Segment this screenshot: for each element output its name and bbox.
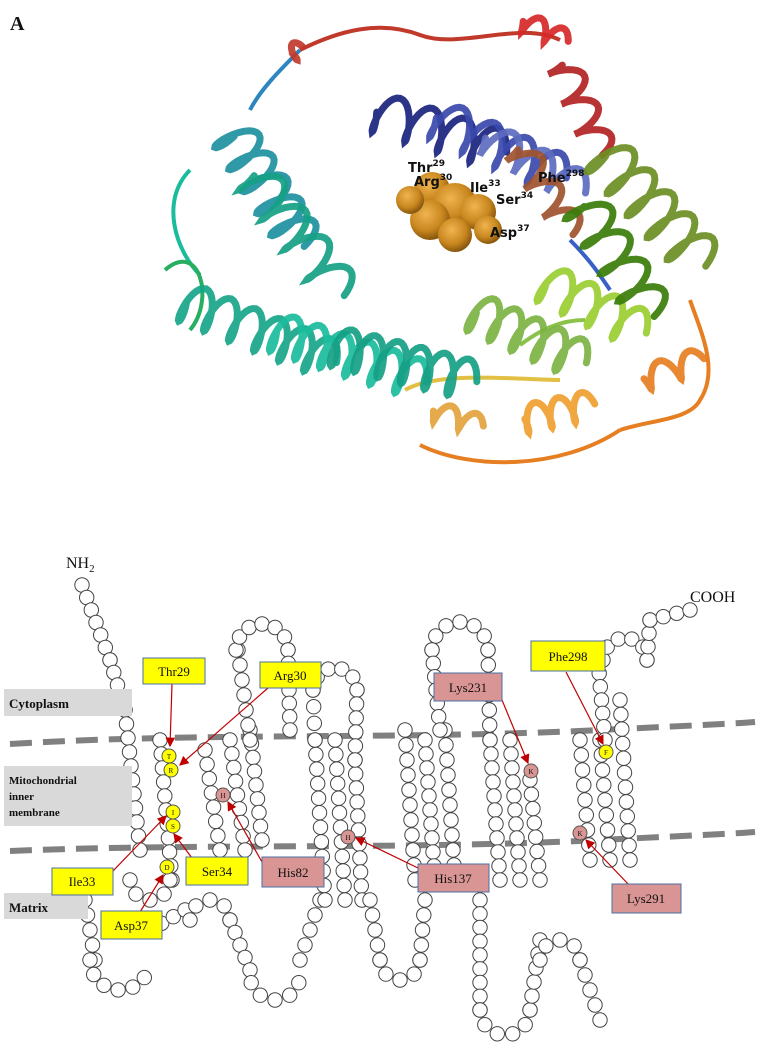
callout-lys291: Lys291 bbox=[611, 883, 682, 914]
residue-mark-k231: K bbox=[523, 763, 539, 779]
callout-asp37: Asp37 bbox=[100, 910, 163, 940]
svg-text:Ser34: Ser34 bbox=[496, 191, 533, 208]
callout-his82: His82 bbox=[261, 856, 325, 888]
svg-text:Arg30: Arg30 bbox=[414, 173, 452, 190]
residue-mark-h82: H bbox=[215, 787, 231, 803]
arrow-lys231 bbox=[501, 699, 530, 765]
svg-text:His82: His82 bbox=[277, 865, 308, 880]
svg-text:His137: His137 bbox=[434, 871, 472, 886]
svg-text:Arg30: Arg30 bbox=[274, 668, 307, 683]
residue-label-arg: Arg30 bbox=[414, 173, 452, 190]
residue-mark-i: I bbox=[165, 804, 181, 820]
callout-his137: His137 bbox=[417, 863, 490, 893]
panel-label: A bbox=[10, 13, 25, 35]
svg-text:R: R bbox=[169, 767, 174, 775]
callout-ser34: Ser34 bbox=[185, 856, 249, 886]
residue-mark-s: S bbox=[165, 818, 181, 834]
svg-text:Phe298: Phe298 bbox=[549, 649, 588, 664]
residue-label-ile: Ile33 bbox=[470, 179, 501, 196]
membrane-boundaries bbox=[9, 719, 756, 854]
svg-text:Ile33: Ile33 bbox=[69, 874, 96, 889]
svg-text:I: I bbox=[172, 809, 175, 817]
svg-text:D: D bbox=[164, 864, 169, 872]
svg-text:K: K bbox=[528, 768, 533, 776]
residue-marks: T R I S D F H H K K bbox=[159, 744, 614, 875]
region-membrane: Mitochondrial inner membrane bbox=[4, 766, 132, 826]
svg-text:membrane: membrane bbox=[9, 807, 60, 819]
residue-label-phe: Phe298 bbox=[538, 169, 584, 186]
callout-ile33: Ile33 bbox=[51, 867, 114, 896]
callout-arg30: Arg30 bbox=[259, 661, 322, 689]
region-cytoplasm: Cytoplasm bbox=[4, 689, 132, 716]
residue-mark-t: T bbox=[161, 748, 177, 764]
svg-text:Thr29: Thr29 bbox=[158, 664, 190, 679]
arrow-phe298 bbox=[565, 671, 604, 746]
terminus-c: COOH bbox=[690, 589, 736, 606]
svg-text:Ser34: Ser34 bbox=[202, 864, 233, 879]
callout-arrows bbox=[111, 671, 631, 913]
svg-text:Ile33: Ile33 bbox=[470, 179, 501, 196]
svg-text:Lys291: Lys291 bbox=[627, 891, 665, 906]
svg-text:F: F bbox=[604, 749, 608, 757]
arrow-thr29 bbox=[165, 683, 176, 748]
ligand-surface bbox=[396, 172, 502, 252]
callout-lys231: Lys231 bbox=[433, 672, 503, 702]
callout-thr29: Thr29 bbox=[142, 657, 206, 685]
membrane-boundary-upper bbox=[9, 719, 756, 747]
residue-mark-f: F bbox=[598, 744, 614, 760]
arrow-arg30 bbox=[179, 687, 269, 766]
svg-text:H: H bbox=[345, 834, 350, 842]
callout-boxes: Thr29 Arg30 Ile33 Ser34 Asp37 Phe298 Lys… bbox=[51, 640, 682, 940]
svg-text:Cytoplasm: Cytoplasm bbox=[9, 696, 69, 711]
svg-text:S: S bbox=[171, 823, 175, 831]
residue-label-thr: Thr29 bbox=[408, 159, 445, 176]
terminus-n: NH2 bbox=[66, 555, 95, 575]
residue-label-asp: Asp37 bbox=[490, 224, 530, 241]
residue-labels: Thr29 Arg30 Ile33 Ser34 Phe298 Asp37 bbox=[408, 159, 584, 241]
arrow-lys291 bbox=[585, 839, 631, 887]
residue-mark-k291: K bbox=[572, 825, 588, 841]
svg-text:Thr29: Thr29 bbox=[408, 159, 445, 176]
svg-text:Lys231: Lys231 bbox=[449, 680, 487, 695]
svg-text:Asp37: Asp37 bbox=[490, 224, 530, 241]
residue-mark-d: D bbox=[159, 859, 175, 875]
protein-ribbon-structure bbox=[163, 14, 719, 465]
membrane-boundary-lower bbox=[9, 829, 756, 854]
arrow-his137 bbox=[354, 837, 419, 869]
svg-text:Mitochondrial: Mitochondrial bbox=[9, 775, 77, 787]
residue-mark-r: R bbox=[163, 762, 179, 778]
region-matrix: Matrix bbox=[4, 893, 88, 919]
svg-text:H: H bbox=[220, 792, 225, 800]
svg-text:Matrix: Matrix bbox=[9, 900, 48, 915]
arrow-his82 bbox=[227, 800, 263, 863]
residue-mark-h137: H bbox=[340, 829, 356, 845]
svg-text:Asp37: Asp37 bbox=[114, 918, 148, 933]
residue-label-ser: Ser34 bbox=[496, 191, 533, 208]
arrow-ser34 bbox=[173, 833, 193, 859]
svg-text:K: K bbox=[577, 830, 582, 838]
callout-phe298: Phe298 bbox=[530, 640, 606, 672]
arrow-asp37 bbox=[139, 873, 164, 913]
svg-text:inner: inner bbox=[9, 791, 34, 803]
svg-text:T: T bbox=[167, 753, 172, 761]
svg-text:Phe298: Phe298 bbox=[538, 169, 584, 186]
arrow-ile33 bbox=[111, 815, 167, 873]
